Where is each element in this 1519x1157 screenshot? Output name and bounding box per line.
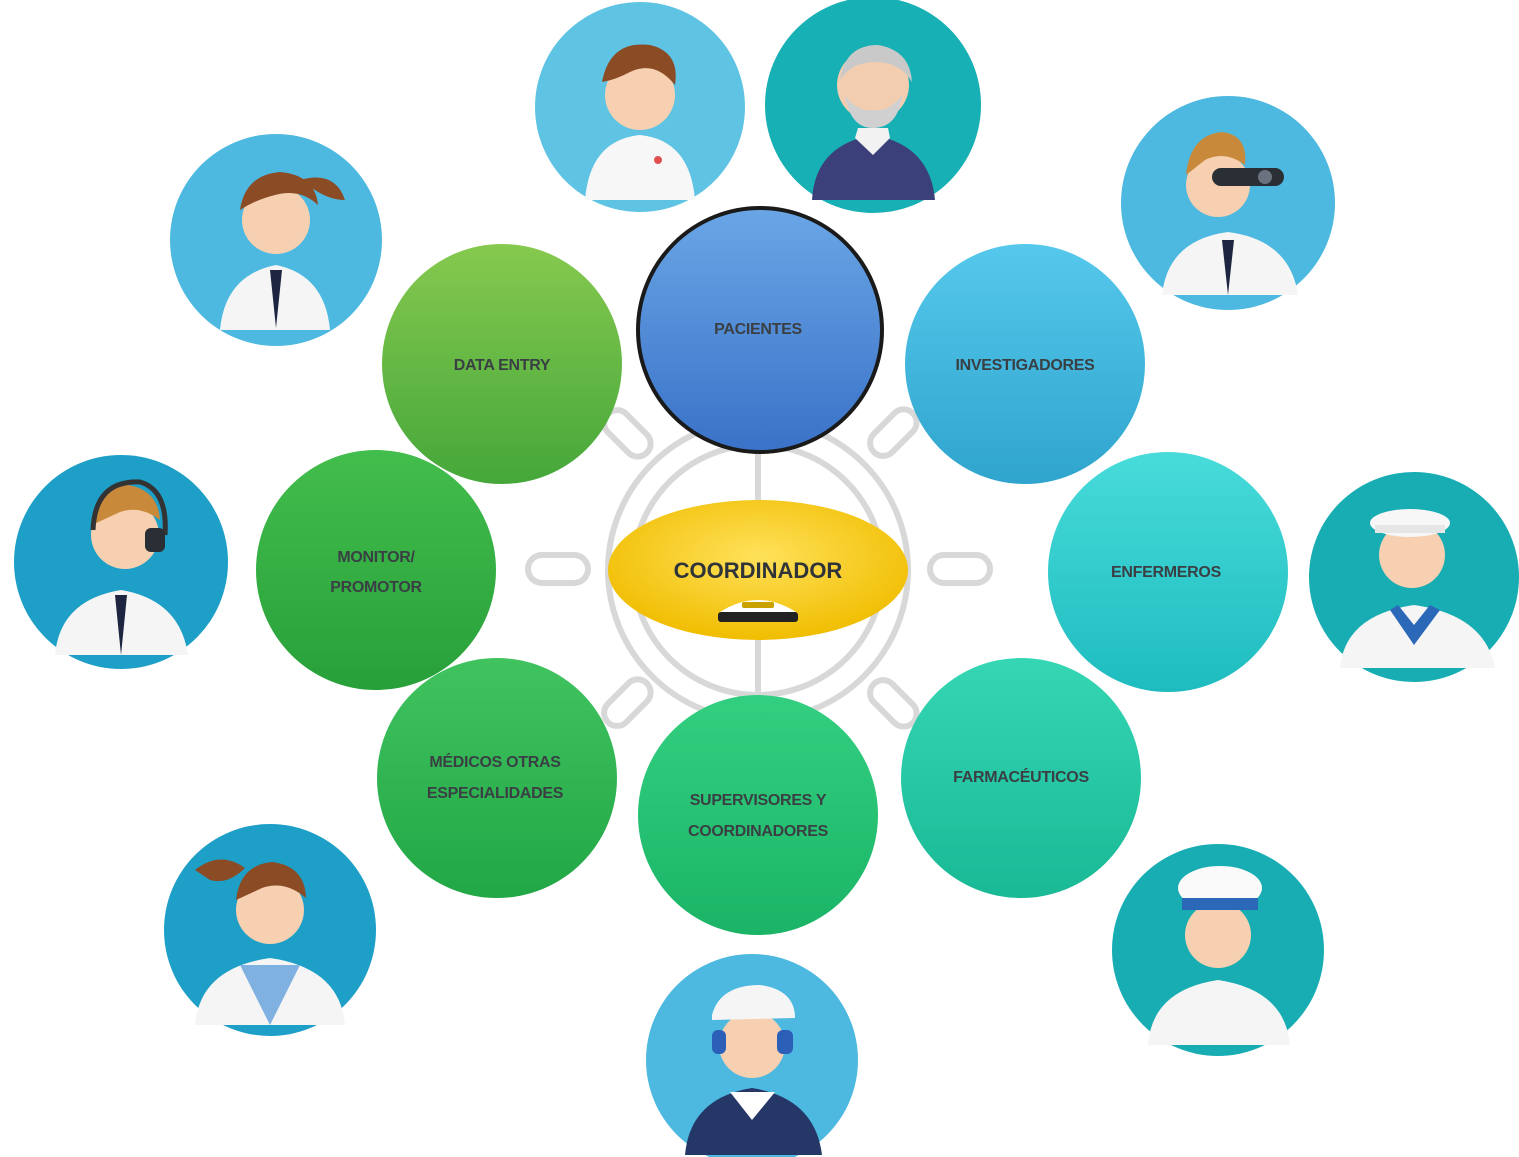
lookout-binoculars-avatar-icon xyxy=(1162,132,1298,295)
headset-operator-avatar-icon xyxy=(55,479,188,655)
avatar-elder xyxy=(765,0,981,213)
avatar-officer-woman xyxy=(170,134,382,346)
node-medicos: MÉDICOS OTRAS ESPECIALIDADES xyxy=(377,658,617,898)
node-label-line-2: ESPECIALIDADES xyxy=(427,785,564,802)
node-label-line-1: MÉDICOS OTRAS xyxy=(429,752,561,771)
node-label: FARMACÉUTICOS xyxy=(953,767,1089,786)
avatar-cook xyxy=(1112,844,1324,1056)
nurse-avatar-icon xyxy=(585,44,695,200)
sailor-avatar-icon xyxy=(1340,509,1495,668)
node-label: INVESTIGADORES xyxy=(956,357,1096,374)
captain-hat-icon xyxy=(718,600,798,622)
node-enfermeros: ENFERMEROS xyxy=(1048,452,1288,692)
node-label-line-1: SUPERVISORES Y xyxy=(690,792,827,809)
center-coordinador: COORDINADOR xyxy=(608,500,908,640)
node-label-line-1: MONITOR/ xyxy=(337,549,415,566)
avatar-deckhand xyxy=(646,954,858,1157)
wheel-handle-left xyxy=(525,552,591,586)
node-investigadores: INVESTIGADORES xyxy=(905,244,1145,484)
headphone-sailor-avatar-icon xyxy=(685,985,822,1155)
avatar-lookout xyxy=(1121,96,1335,310)
node-label-line-2: PROMOTOR xyxy=(330,579,422,596)
wheel-handle-bottom-left xyxy=(601,676,654,729)
avatar-nurse xyxy=(535,2,745,212)
node-supervisores: SUPERVISORES Y COORDINADORES xyxy=(638,695,878,935)
node-label: ENFERMEROS xyxy=(1111,564,1222,581)
center-label: COORDINADOR xyxy=(674,558,843,583)
node-label-line-2: COORDINADORES xyxy=(688,823,829,840)
officer-woman-avatar-icon xyxy=(220,172,345,330)
node-pacientes: PACIENTES xyxy=(636,206,884,454)
node-monitor-promotor: MONITOR/ PROMOTOR xyxy=(256,450,496,690)
wheel-handle-bottom-right xyxy=(867,677,920,730)
node-label: DATA ENTRY xyxy=(454,357,551,374)
doctor-avatar-icon xyxy=(195,859,345,1025)
avatar-sailor xyxy=(1309,472,1519,682)
avatar-doctor xyxy=(164,824,376,1036)
cook-avatar-icon xyxy=(1148,866,1290,1045)
elderly-patient-avatar-icon xyxy=(812,45,935,200)
avatar-radio-operator xyxy=(14,455,228,669)
wheel-handle-top-right xyxy=(867,406,920,459)
node-data-entry: DATA ENTRY xyxy=(382,244,622,484)
node-farmaceuticos: FARMACÉUTICOS xyxy=(901,658,1141,898)
node-label: PACIENTES xyxy=(714,321,802,338)
wheel-handle-right xyxy=(927,552,993,586)
